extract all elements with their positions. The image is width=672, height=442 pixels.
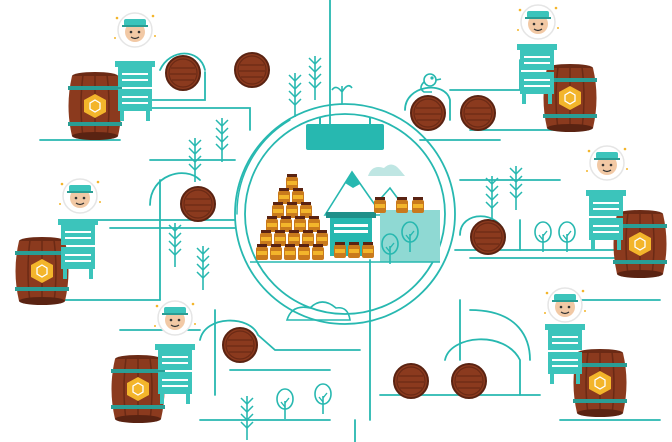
wheat-icon xyxy=(240,395,254,441)
wheat-icon xyxy=(196,245,210,291)
tree-icon xyxy=(534,221,552,253)
sprout-icon xyxy=(331,84,353,104)
wheat-icon xyxy=(485,175,499,221)
beekeeper-avatar-icon xyxy=(543,287,587,323)
barrel-end-icon xyxy=(451,363,487,399)
tree-icon xyxy=(558,221,576,253)
wheat-icon xyxy=(168,222,182,268)
barrel-end-icon xyxy=(180,186,216,222)
wheat-icon xyxy=(215,117,229,163)
honey-barrel-icon xyxy=(110,354,166,424)
barrel-end-icon xyxy=(460,95,496,131)
barrel-end-icon xyxy=(222,327,258,363)
wheat-icon xyxy=(509,165,523,211)
beehive-icon xyxy=(115,61,155,121)
wheat-icon xyxy=(288,72,302,118)
beekeeper-avatar-icon xyxy=(585,145,629,181)
cloud-icon xyxy=(285,164,405,321)
blank-signboard-icon xyxy=(306,118,384,150)
beehive-icon xyxy=(517,44,557,104)
beekeeper-avatar-icon xyxy=(516,4,560,40)
bird-icon xyxy=(420,73,442,93)
central-honey-farm-scene xyxy=(250,118,440,321)
barrel-end-icon xyxy=(165,55,201,91)
tree-icon xyxy=(276,388,294,420)
beehive-icon xyxy=(58,219,98,279)
barrel-end-icon xyxy=(393,363,429,399)
tree-icon xyxy=(314,383,332,415)
honey-barrel-icon xyxy=(67,71,123,141)
beekeeper-avatar-icon xyxy=(113,12,157,48)
beekeeper-avatar-icon xyxy=(58,178,102,214)
wheat-icon xyxy=(308,55,322,101)
barrel-end-icon xyxy=(470,219,506,255)
beehive-icon xyxy=(586,190,626,250)
beehive-icon xyxy=(155,344,195,404)
honey-barrel-icon xyxy=(14,236,70,306)
barrel-end-icon xyxy=(410,95,446,131)
beehive-icon xyxy=(545,324,585,384)
barrel-end-icon xyxy=(234,52,270,88)
